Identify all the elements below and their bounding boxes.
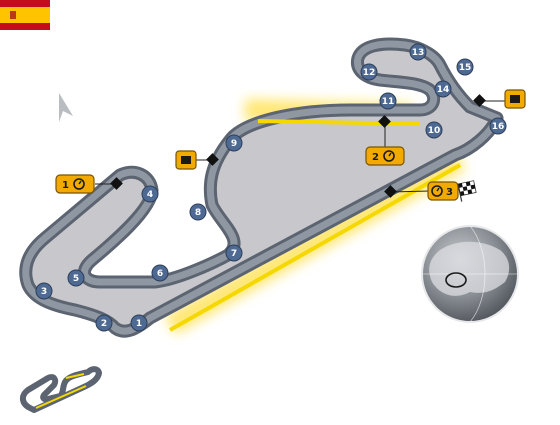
turn-number: 3 [41, 287, 47, 297]
turn-number: 4 [147, 190, 153, 200]
turn-number: 2 [101, 319, 107, 329]
checkered-flag-icon [457, 180, 477, 202]
turn-number: 6 [157, 269, 163, 279]
pit-garage-icon [175, 150, 197, 170]
turn-6-marker: 6 [151, 264, 169, 282]
main-straight-highlight [169, 163, 461, 332]
turn-3-marker: 3 [35, 282, 53, 300]
back-straight-highlight [257, 119, 421, 126]
sector-3-label: 3 [446, 187, 453, 198]
turn-2-marker: 2 [95, 314, 113, 332]
turn-13-marker: 13 [409, 43, 427, 61]
turn-number: 12 [363, 68, 376, 78]
sector-2-label: 2 [372, 152, 379, 163]
turn-1-marker: 1 [130, 314, 148, 332]
turn-number: 1 [136, 319, 142, 329]
turn-12-marker: 12 [360, 63, 378, 81]
north-arrow-icon [59, 93, 73, 122]
stopwatch-icon [431, 185, 443, 197]
turn-9-marker: 9 [225, 134, 243, 152]
globe-location-icon [421, 225, 519, 323]
sector-1-marker: 1 [55, 174, 95, 194]
turn-5-marker: 5 [67, 269, 85, 287]
turn-number: 9 [231, 139, 237, 149]
turn-8-marker: 8 [189, 203, 207, 221]
turn-7-marker: 7 [225, 244, 243, 262]
turn-number: 16 [492, 122, 505, 132]
stopwatch-icon [383, 150, 395, 162]
turn-16-marker: 16 [489, 117, 507, 135]
turn-number: 7 [231, 249, 237, 259]
turn-15-marker: 15 [456, 58, 474, 76]
sector-2-marker: 2 [365, 146, 405, 166]
turn-number: 10 [428, 126, 441, 136]
turn-14-marker: 14 [434, 80, 452, 98]
sector-1-label: 1 [62, 180, 69, 191]
turn-4-marker: 4 [141, 185, 159, 203]
track-overview-icon [20, 366, 102, 413]
turn-number: 15 [459, 63, 472, 73]
turn-number: 5 [73, 274, 79, 284]
stopwatch-icon [73, 178, 85, 190]
turn-number: 14 [437, 85, 450, 95]
sector-diamonds [110, 94, 486, 198]
turn-number: 8 [195, 208, 201, 218]
turn-number: 11 [382, 97, 395, 107]
sector-3-marker: 3 [427, 181, 459, 201]
turn-10-marker: 10 [425, 121, 443, 139]
pit-garage-icon [504, 89, 526, 109]
turn-11-marker: 11 [379, 92, 397, 110]
turn-number: 13 [412, 48, 425, 58]
spain-flag-icon [0, 0, 50, 30]
